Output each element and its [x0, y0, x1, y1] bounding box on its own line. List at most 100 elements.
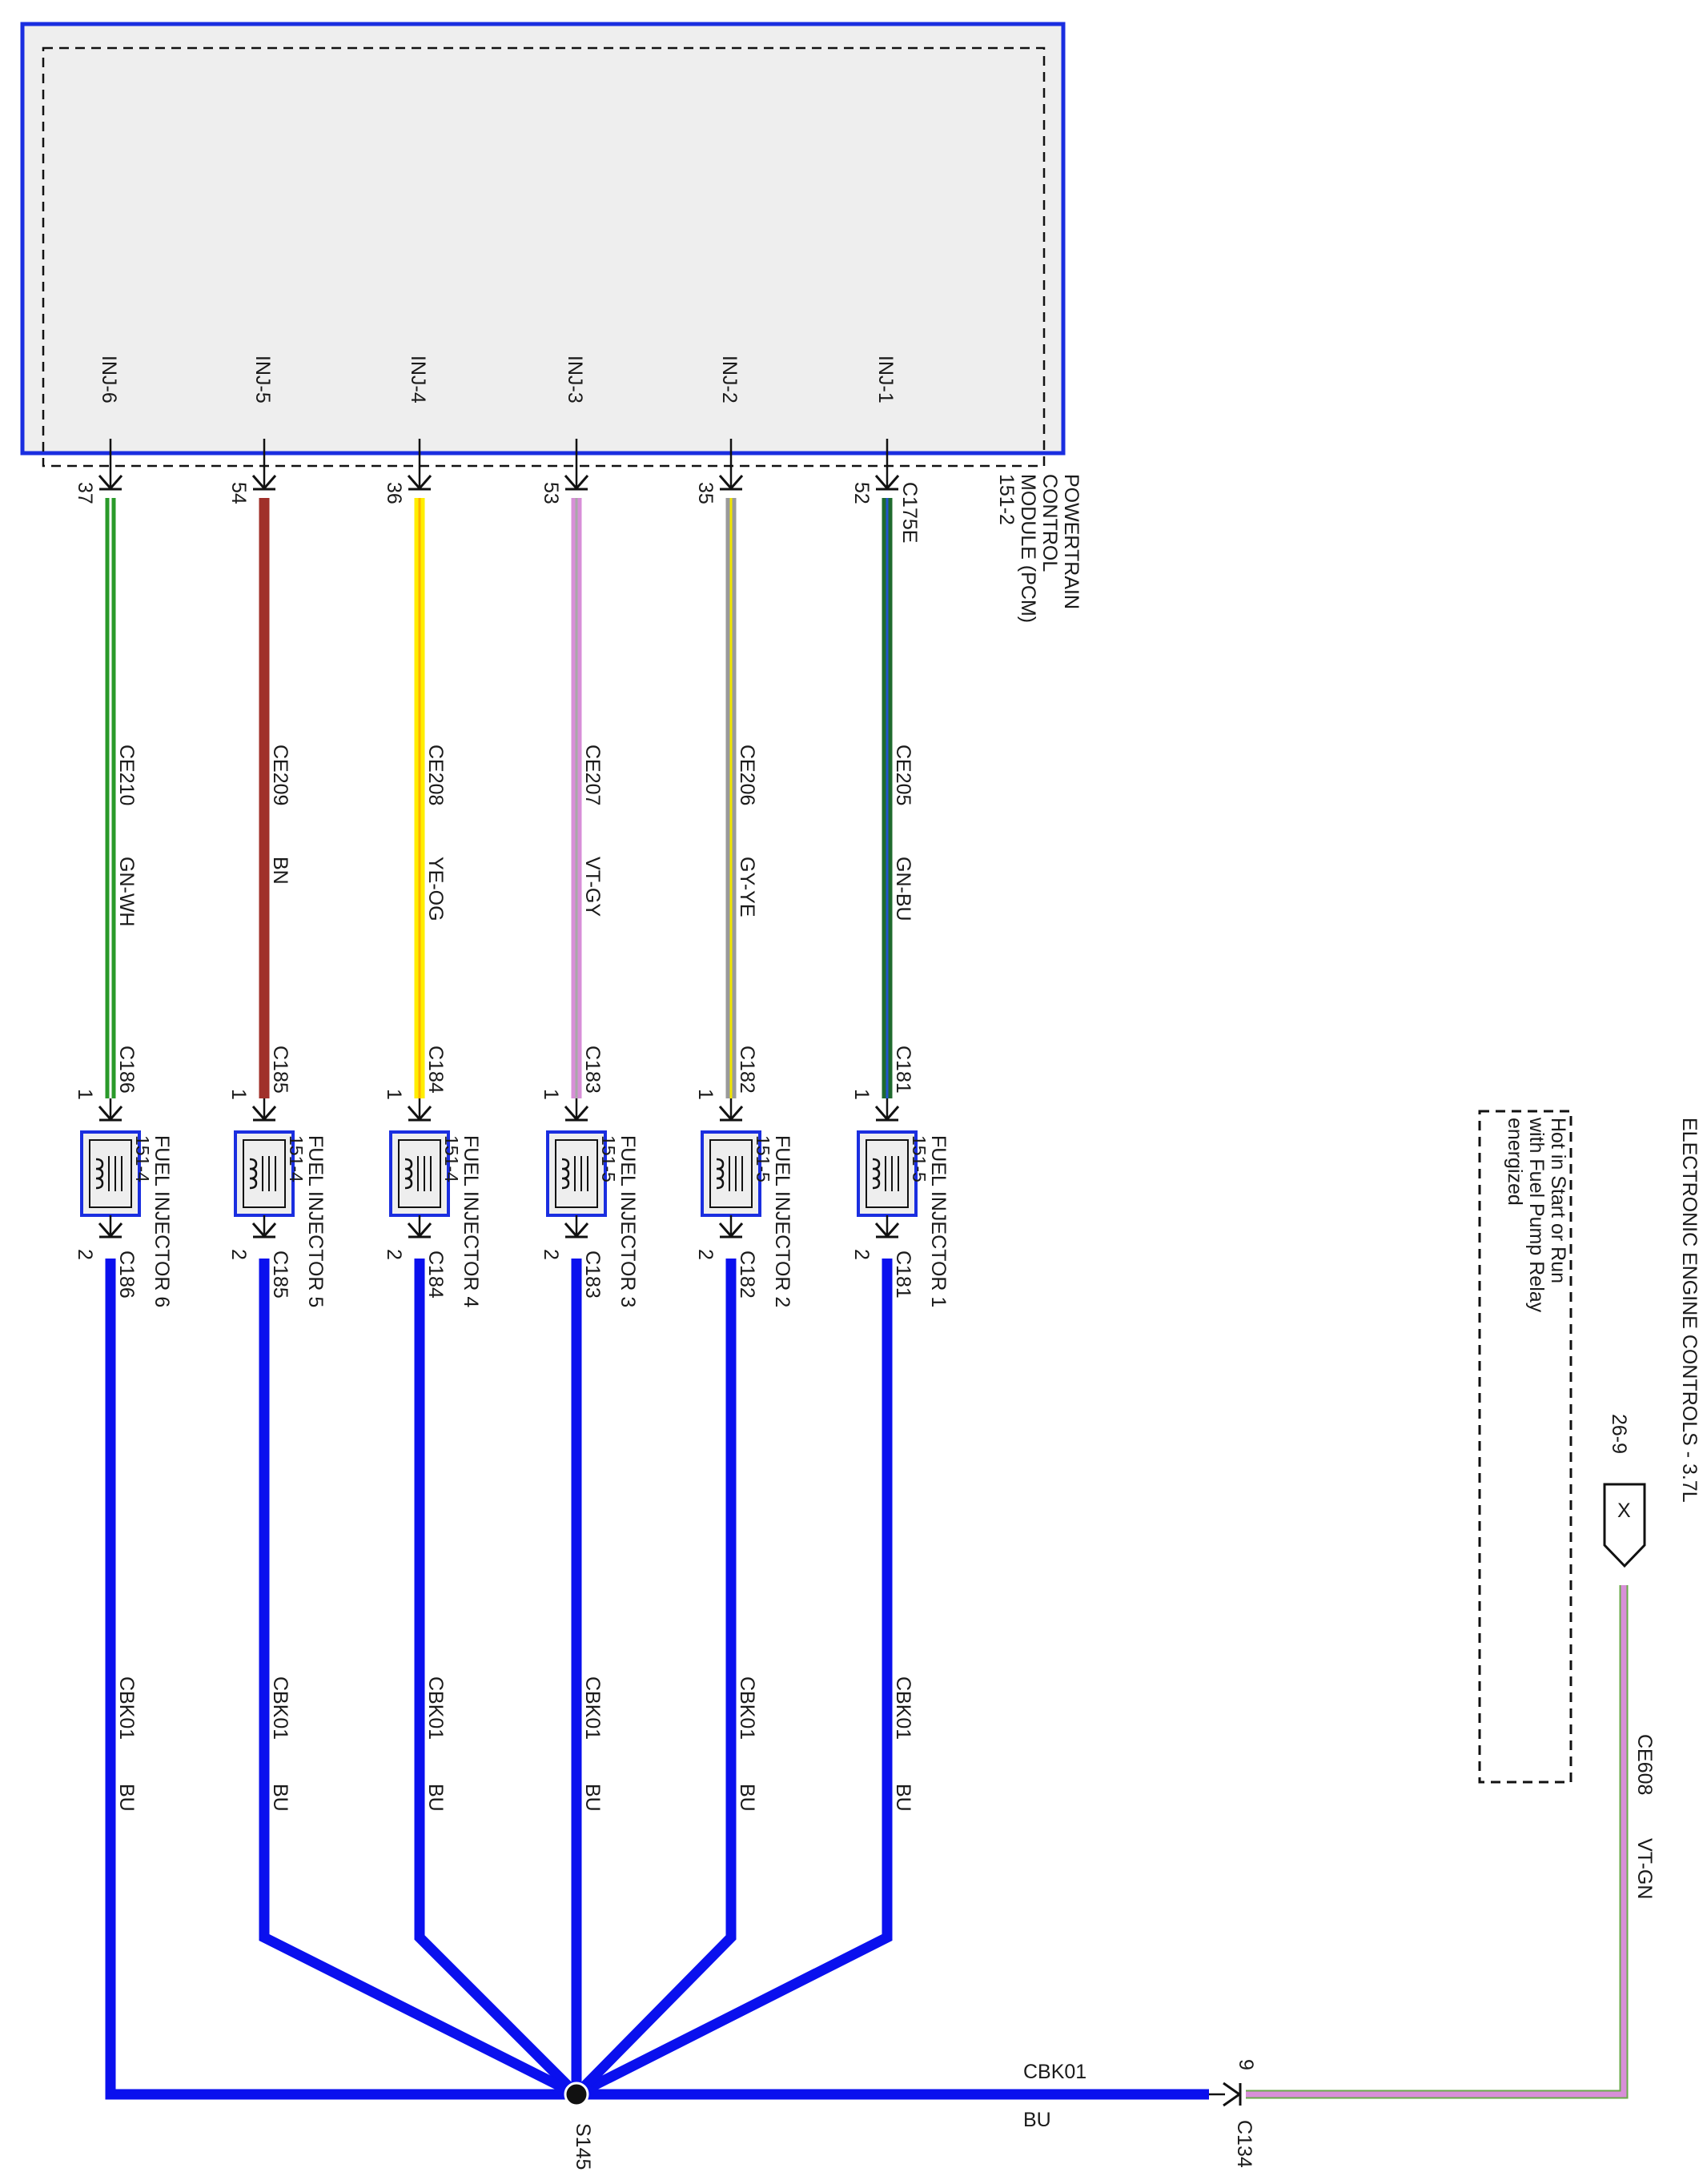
circuit-1-ground-circuit: CBK01 — [892, 1676, 914, 1740]
circuit-3-ground-color-wrap: BU — [581, 1784, 604, 1812]
diagram-title: ELECTRONIC ENGINE CONTROLS - 3.7L — [1678, 1118, 1701, 1503]
reference-page: 26-9 — [1608, 1414, 1630, 1454]
circuit-5-conn-bot-label-wrap: C185 — [269, 1251, 291, 1299]
circuit-1-injector-name-wrap: FUEL INJECTOR 1 — [927, 1135, 950, 1307]
circuit-5-injector-page: 151-4 — [286, 1135, 307, 1182]
circuit-4-pcm-pin: 36 — [383, 482, 405, 504]
feed-note-line-3: energized — [1504, 1118, 1526, 1206]
circuit-4-inj-pin-top: 1 — [383, 1089, 405, 1100]
circuit-6-circuit-label: CE210 — [115, 745, 138, 805]
circuit-3-conn-bot-label-wrap: C183 — [581, 1251, 604, 1299]
circuit-2-ground-circuit: CBK01 — [736, 1676, 758, 1740]
c134-connector-arrow — [1223, 2082, 1242, 2107]
feed-note-box — [1478, 1110, 1572, 1784]
circuit-1-pin-label: INJ-1 — [874, 355, 897, 403]
circuit-5-injector-page-wrap: 151-4 — [286, 1135, 307, 1182]
circuit-1-color-label: GN-BU — [892, 857, 914, 921]
ground-wire-1 — [574, 1259, 893, 2099]
circuit-3-pin-label: INJ-3 — [564, 355, 586, 403]
circuit-4-inj-pin-top-wrap: 1 — [383, 1089, 405, 1100]
circuit-6-ground-circuit: CBK01 — [115, 1676, 138, 1740]
pcm-name-label: POWERTRAIN CONTROL MODULE (PCM) 151-2 — [995, 474, 1082, 623]
circuit-5-ground-circuit: CBK01 — [269, 1676, 291, 1740]
circuit-4-ground-circuit-wrap: CBK01 — [424, 1676, 447, 1740]
circuit-4-inj-pin-bot-wrap: 2 — [383, 1249, 405, 1260]
splice-dot — [564, 2082, 589, 2107]
circuit-6-injector-name-wrap: FUEL INJECTOR 6 — [151, 1135, 173, 1307]
circuit-2-injector-name-wrap: FUEL INJECTOR 2 — [771, 1135, 793, 1307]
circuit-2-color-label-wrap: GY-YE — [736, 857, 758, 917]
circuit-1-circuit-label: CE205 — [892, 745, 914, 805]
ground-bus — [105, 1259, 1225, 2107]
circuit-4-conn-top-label: C184 — [424, 1046, 447, 1094]
circuit-6-ground-circuit-wrap: CBK01 — [115, 1676, 138, 1740]
ground-wire-4 — [414, 1259, 580, 2098]
pcm-name-line-2: CONTROL — [1038, 474, 1061, 572]
circuit-2-pcm-pin-wrap: 35 — [694, 482, 717, 504]
circuit-2-inj-pin-bot: 2 — [694, 1249, 717, 1260]
circuit-6-conn-bot-label-wrap: C186 — [115, 1251, 138, 1299]
circuit-4-conn-top-label-wrap: C184 — [424, 1046, 447, 1094]
reference-flag — [1603, 1483, 1646, 1568]
circuit-1-coil-icon — [872, 1158, 881, 1190]
circuit-3-injector-inner — [555, 1139, 598, 1208]
circuit-3-conn-bot-label: C183 — [581, 1251, 604, 1299]
circuit-5-conn-top-label: C185 — [269, 1046, 291, 1094]
circuit-5-injector-inner — [243, 1139, 286, 1208]
circuit-4-injector-body — [389, 1130, 450, 1217]
circuit-5-ground-color: BU — [269, 1784, 291, 1812]
feed-note-line-2: with Fuel Pump Relay — [1525, 1117, 1548, 1313]
circuit-4-conn-bot-label: C184 — [424, 1251, 447, 1299]
circuit-4-inj-pin-bot: 2 — [383, 1249, 405, 1260]
circuit-1-pin-label-wrap: INJ-1 — [874, 355, 897, 403]
circuit-4-injector-name: FUEL INJECTOR 4 — [460, 1135, 482, 1307]
circuit-1-circuit-label-wrap: CE205 — [892, 745, 914, 805]
circuit-3-inj-pin-top-wrap: 1 — [540, 1089, 562, 1100]
circuit-3-coil-icon — [561, 1158, 570, 1190]
circuit-2-pin-label-wrap: INJ-2 — [718, 355, 741, 403]
bus-connector-label: C134 — [1233, 2120, 1255, 2168]
circuit-3-pin-label-wrap: INJ-3 — [564, 355, 586, 403]
circuit-1-conn-bot-label: C181 — [892, 1251, 914, 1299]
circuit-3-ground-circuit: CBK01 — [581, 1676, 604, 1740]
circuit-5-pin-label-wrap: INJ-5 — [251, 355, 274, 403]
circuit-3-inj-pin-bot-wrap: 2 — [540, 1249, 562, 1260]
circuit-5-pcm-pin-wrap: 54 — [227, 482, 250, 504]
circuit-5-pcm-pin: 54 — [227, 482, 250, 504]
circuit-5-inj-pin-bot-wrap: 2 — [227, 1249, 250, 1260]
circuit-3-pcm-pin: 53 — [540, 482, 562, 504]
circuit-4-pcm-pin-wrap: 36 — [383, 482, 405, 504]
circuit-4-circuit-label: CE208 — [424, 745, 447, 805]
circuit-1-injector-page: 151-5 — [909, 1135, 930, 1182]
circuit-4-injector-inner — [398, 1139, 441, 1208]
circuit-4-conn-bot-label-wrap: C184 — [424, 1251, 447, 1299]
circuit-4-coil-icon — [404, 1158, 413, 1190]
circuit-2-injector-name: FUEL INJECTOR 2 — [771, 1135, 793, 1307]
circuit-6-pin-label-wrap: INJ-6 — [98, 355, 120, 403]
circuit-2-inj-pin-top: 1 — [694, 1089, 717, 1100]
circuit-2-circuit-label: CE206 — [736, 745, 758, 805]
circuit-5-ground-color-wrap: BU — [269, 1784, 291, 1812]
circuit-4-injector-page-wrap: 151-4 — [441, 1135, 462, 1182]
circuit-2-color-label: GY-YE — [736, 857, 758, 917]
circuit-3-circuit-label: CE207 — [581, 745, 604, 805]
circuit-2-injector-inner — [709, 1139, 753, 1208]
circuit-2-ground-color: BU — [736, 1784, 758, 1812]
circuit-6-pin-label: INJ-6 — [98, 355, 120, 403]
circuit-3-circuit-label-wrap: CE207 — [581, 745, 604, 805]
circuit-1-conn-bot-label-wrap: C181 — [892, 1251, 914, 1299]
circuit-3-pcm-pin-wrap: 53 — [540, 482, 562, 504]
pcm-connector-label: C175E — [898, 482, 921, 543]
feed-color-label: VT-GN — [1633, 1838, 1656, 1899]
circuit-5-color-label: BN — [269, 857, 291, 885]
circuit-2-conn-bot-label-wrap: C182 — [736, 1251, 758, 1299]
circuit-2-conn-top-label: C182 — [736, 1046, 758, 1094]
circuit-5-inj-pin-bot: 2 — [227, 1249, 250, 1260]
circuit-2-conn-bot-label: C182 — [736, 1251, 758, 1299]
circuit-1-inj-pin-bot-wrap: 2 — [850, 1249, 873, 1260]
circuit-5-pin-label: INJ-5 — [251, 355, 274, 403]
circuit-6-coil-icon — [95, 1158, 104, 1190]
circuit-1-conn-top-label: C181 — [892, 1046, 914, 1094]
